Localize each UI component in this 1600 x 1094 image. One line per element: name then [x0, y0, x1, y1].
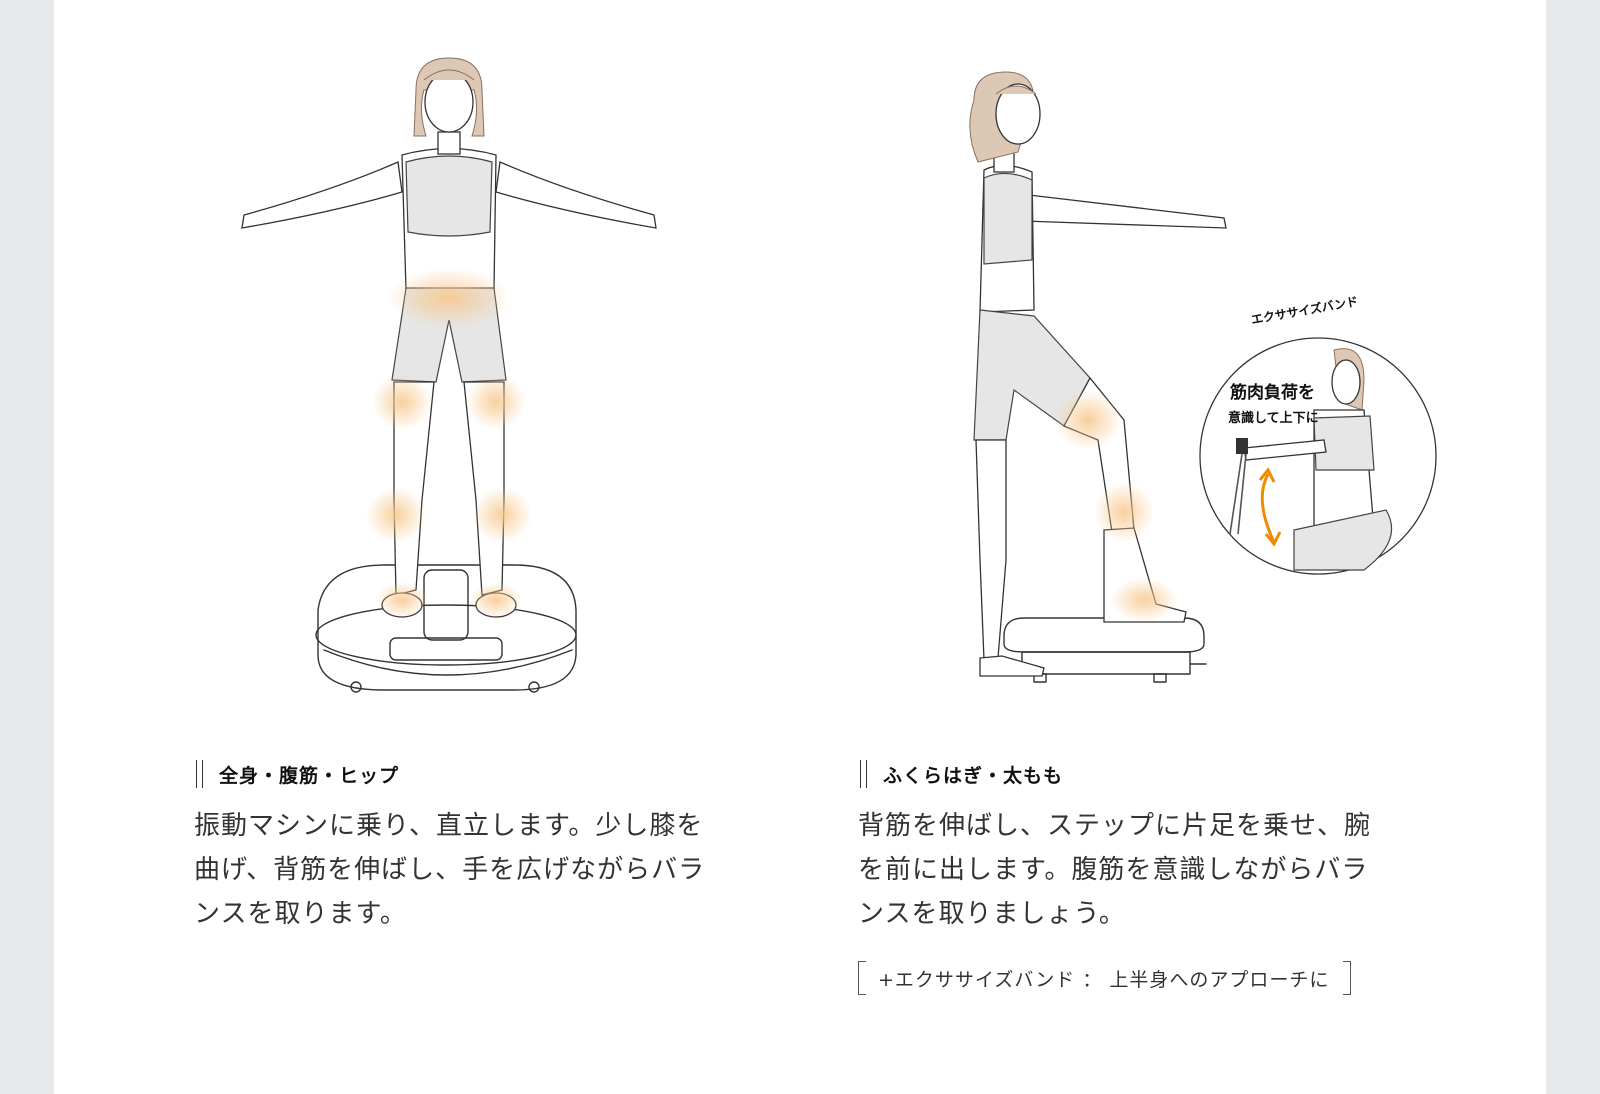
left-heading-text: 全身・腹筋・ヒップ [219, 764, 400, 787]
inset-arc-label: エクササイズバンド [1250, 293, 1359, 327]
heading-marker [860, 760, 867, 788]
vibration-machine [315, 564, 577, 693]
heading-marker [196, 760, 203, 788]
bracket-left [858, 961, 866, 995]
exercise-band-inset: エクササイズバンド 筋肉負荷を 意識して上下に [1199, 293, 1437, 575]
content-panel: エクササイズバンド 筋肉負荷を 意識して上下に 全身・腹筋・ヒップ 振動マシンに… [54, 0, 1546, 1094]
left-description: 振動マシンに乗り、直立します。少し膝を曲げ、背筋を伸ばし、手を広げながらバランス… [194, 811, 706, 929]
right-heading-text: ふくらはぎ・太もも [883, 764, 1064, 787]
inset-caption-line2: 意識して上下に [1228, 410, 1319, 426]
left-heading: 全身・腹筋・ヒップ [196, 760, 399, 788]
left-illustration [184, 50, 714, 720]
band-note-text: +エクササイズバンド ： 上半身へのアプローチに [878, 968, 1330, 991]
bracket-right [1343, 961, 1352, 995]
standing-woman [241, 57, 657, 618]
inset-caption-line1: 筋肉負荷を [1229, 382, 1315, 403]
right-heading: ふくらはぎ・太もも [860, 760, 1063, 788]
right-illustration: エクササイズバンド 筋肉負荷を 意識して上下に [894, 60, 1454, 710]
right-description: 背筋を伸ばし、ステップに片足を乗せ、腕を前に出します。腹筋を意識しながらバランス… [858, 811, 1372, 929]
stepping-woman [969, 71, 1227, 677]
band-note: +エクササイズバンド ： 上半身へのアプローチに [858, 961, 1352, 995]
